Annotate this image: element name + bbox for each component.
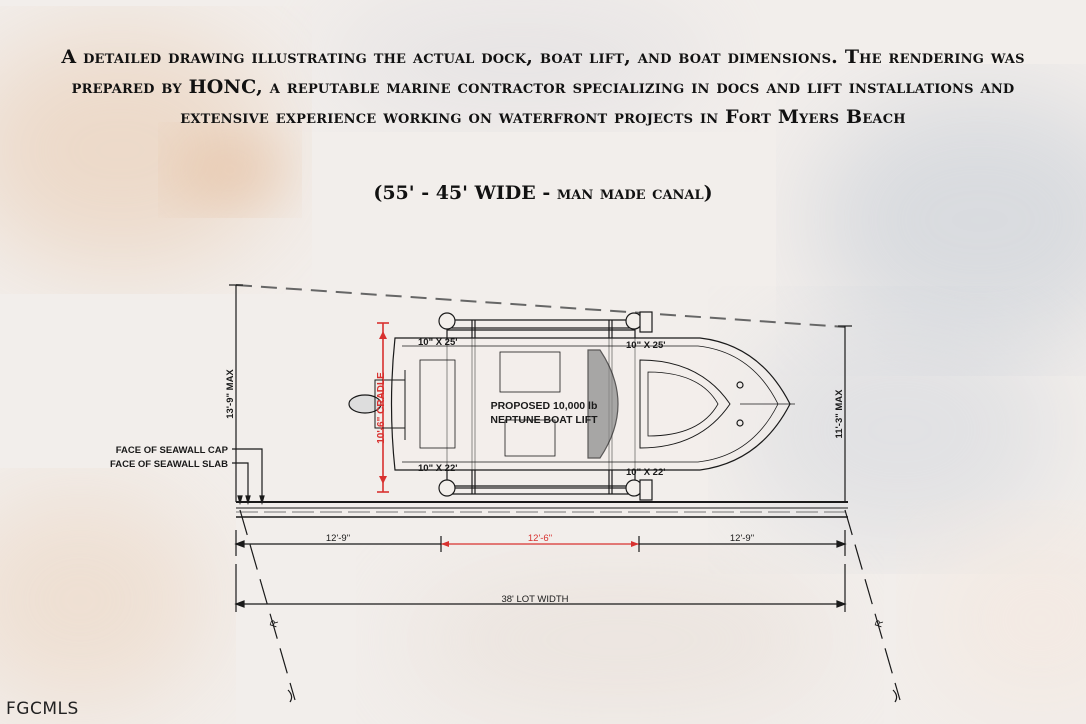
piling-label-bottom-right: 10" X 22' <box>626 467 666 478</box>
mls-watermark: FGCMLS <box>6 699 79 719</box>
seawall-cap-label: FACE OF SEAWALL CAP <box>116 445 229 456</box>
piling-top-left <box>438 312 456 330</box>
dim-center-label: 12'-6" <box>528 533 552 544</box>
seawall-slab-label: FACE OF SEAWALL SLAB <box>110 459 228 470</box>
dim-right-label: 12'-9" <box>730 533 754 544</box>
cradle-dimension: 10'-6" CRADLE <box>376 372 387 444</box>
piling-bottom-left <box>438 479 456 497</box>
top-dashed-line <box>235 284 846 328</box>
canal-width-note: (55' - 45' WIDE - man made canal) <box>373 182 713 204</box>
dim-left-label: 12'-9" <box>326 533 350 544</box>
property-line-right-label: R <box>873 619 886 629</box>
property-line-left-label: R <box>268 619 281 629</box>
piling-label-top-left: 10" X 25' <box>418 337 458 348</box>
lot-width-label: 38' LOT WIDTH <box>501 594 568 605</box>
lift-label-line2: NEPTUNE BOAT LIFT <box>490 414 598 426</box>
right-max-dimension: 11'-3" MAX <box>834 389 845 439</box>
piling-label-bottom-left: 10" X 22' <box>418 463 458 474</box>
lift-label-line1: PROPOSED 10,000 lb <box>491 400 598 412</box>
drawing-description: A detailed drawing illustrating the actu… <box>61 46 1025 128</box>
left-max-dimension: 13'-9" MAX <box>225 369 236 419</box>
piling-label-top-right: 10" X 25' <box>626 340 666 351</box>
